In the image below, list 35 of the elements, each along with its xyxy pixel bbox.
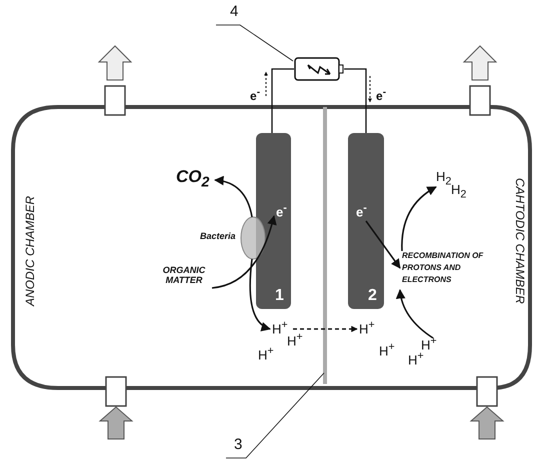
ion-label: H$^{+}$	[258, 346, 278, 364]
callout-number: 3	[234, 437, 248, 457]
substrate-label: ORGANIC MATTER	[152, 266, 216, 296]
cathode-electrode	[348, 133, 384, 309]
electron-label: e$^{-}$	[250, 87, 260, 104]
reaction-label: RECOMBINATION OF PROTONS AND ELECTRONS	[402, 250, 502, 288]
organism-label: Bacteria	[200, 232, 236, 242]
chamber-label: CAHTODIC CHAMBER	[512, 178, 526, 302]
bacteria-ellipse	[198, 216, 266, 260]
arrow	[293, 326, 358, 332]
electron-label: e$^{-}$	[276, 203, 292, 221]
battery-symbol	[294, 57, 344, 81]
arrow	[396, 289, 434, 339]
wire	[271, 68, 294, 133]
electron-label: e$^{-}$	[356, 203, 372, 221]
arrow	[401, 186, 437, 251]
wire	[344, 68, 367, 133]
electron-label: e$^{-}$	[376, 87, 386, 104]
callout-number: 4	[230, 4, 244, 24]
chamber-label: ANODIC CHAMBER	[24, 194, 38, 306]
electrode-number: 2	[368, 287, 377, 305]
electrode-number: 1	[275, 287, 284, 305]
chemical-label: CO$_{2}$	[176, 168, 214, 192]
arrow	[212, 215, 276, 289]
ion-label: H$^{+}$	[421, 336, 441, 354]
ion-label: H$^{+}$	[379, 342, 399, 360]
arrow	[365, 220, 401, 269]
leader-line	[226, 372, 324, 458]
leader-line	[216, 24, 294, 62]
arrow	[249, 258, 271, 330]
ion-label: H$^{+}$	[408, 351, 428, 369]
arrow	[214, 176, 253, 218]
anode-electrode	[256, 133, 291, 309]
membrane-bar	[323, 107, 327, 384]
ion-label: H$^{+}$	[359, 320, 379, 338]
